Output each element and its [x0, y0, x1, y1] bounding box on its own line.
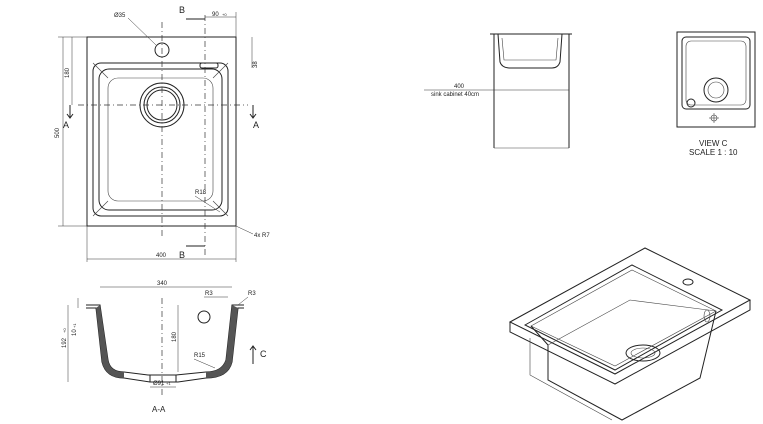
dim-rim: 10	[72, 329, 78, 336]
iso-top-edge	[509, 300, 751, 385]
dim-tap-hole: Ø35	[114, 13, 126, 19]
dim-tap-offset-sub: +0	[222, 12, 227, 17]
overflow-hole	[197, 310, 211, 324]
bowl-corner-line	[212, 62, 229, 79]
section-b-top: B	[179, 5, 185, 15]
cabinet-note: sink cabinet 40cm	[431, 92, 479, 98]
dim-drain-sub: +1	[166, 381, 171, 386]
iso-bowl-rim-inner	[530, 269, 717, 367]
cabinet-view: 400 sink cabinet 40cm	[424, 33, 572, 149]
view-c-bowl	[681, 36, 751, 110]
section-wall-left	[96, 305, 124, 378]
tap-hole-leader	[127, 17, 157, 46]
view-c-arrow-label: C	[260, 349, 267, 359]
view-c-scale: SCALE 1 : 10	[689, 148, 738, 157]
iso-outer-body	[529, 338, 613, 421]
view-c-overflow	[686, 98, 696, 108]
radius-inner: R18	[195, 190, 207, 196]
bowl-floor	[107, 77, 214, 202]
dim-drain: Ø91	[153, 381, 165, 387]
bowl-inner-rim	[98, 68, 223, 211]
radius-corner-leader	[235, 225, 254, 235]
iso-bowl-rim	[523, 264, 724, 371]
view-c-drain	[703, 77, 729, 103]
iso-tap-hole	[682, 278, 694, 286]
dim-right-small: 38	[253, 61, 259, 68]
section-view: 340 R3 R3 192 +0 10 +1 180 R15 Ø91 +1 C …	[62, 281, 267, 414]
r3-leader	[237, 296, 249, 306]
r15-leader	[193, 358, 216, 369]
iso-drain	[625, 344, 661, 362]
radius-inner-leader	[194, 195, 221, 213]
section-label: A-A	[152, 405, 166, 414]
section-a-right: A	[253, 120, 259, 130]
iso-overflow	[703, 309, 711, 323]
isometric-view	[508, 247, 752, 421]
section-a-left: A	[63, 120, 69, 130]
dim-total-depth: 192	[62, 337, 68, 348]
radius-corner: 4x R7	[254, 233, 270, 239]
sink-outline	[86, 36, 237, 227]
bowl-corner-line	[212, 200, 229, 217]
view-c-outline	[676, 31, 756, 128]
dim-width: 400	[156, 253, 167, 259]
top-view: Ø35 90 +0 B B A A 500 180 38 400	[55, 5, 270, 262]
view-c: VIEW C SCALE 1 : 10	[676, 31, 756, 157]
dim-r3-right: R3	[248, 291, 256, 297]
dim-tap-offset: 90	[212, 12, 219, 18]
bowl-outer-rim	[92, 62, 229, 217]
sink-in-cabinet-inner	[501, 37, 559, 61]
bowl-corner-line	[92, 200, 109, 217]
dim-total-depth-sub: +0	[62, 328, 67, 333]
iso-bowl-floor-edge	[547, 299, 717, 346]
iso-bowl-body	[530, 310, 717, 421]
bowl-corner-line	[92, 62, 109, 79]
dim-depth: 180	[172, 331, 178, 342]
dim-rim-sub: +1	[72, 323, 77, 328]
dim-inner-width: 340	[157, 281, 168, 287]
section-b-bottom: B	[179, 250, 185, 260]
dim-r3-left: R3	[205, 291, 213, 297]
section-arrow-a-right	[249, 105, 257, 119]
iso-drain-inner	[630, 347, 656, 359]
section-wall-right	[206, 305, 238, 378]
section-inner-profile	[86, 304, 244, 376]
section-arrow-a-left	[66, 105, 74, 119]
view-c-bowl-inner	[685, 40, 747, 106]
view-c-drain-inner	[707, 81, 725, 99]
dim-radius-bottom: R15	[194, 353, 206, 359]
sink-in-cabinet	[497, 33, 563, 69]
dim-height: 500	[55, 127, 61, 138]
view-c-title: VIEW C	[699, 139, 728, 148]
dim-top-margin: 180	[65, 67, 71, 78]
overflow-slot	[199, 62, 219, 69]
view-c-arrow-icon	[249, 345, 257, 364]
drain-section	[149, 374, 177, 383]
cabinet-dim: 400	[454, 84, 465, 90]
